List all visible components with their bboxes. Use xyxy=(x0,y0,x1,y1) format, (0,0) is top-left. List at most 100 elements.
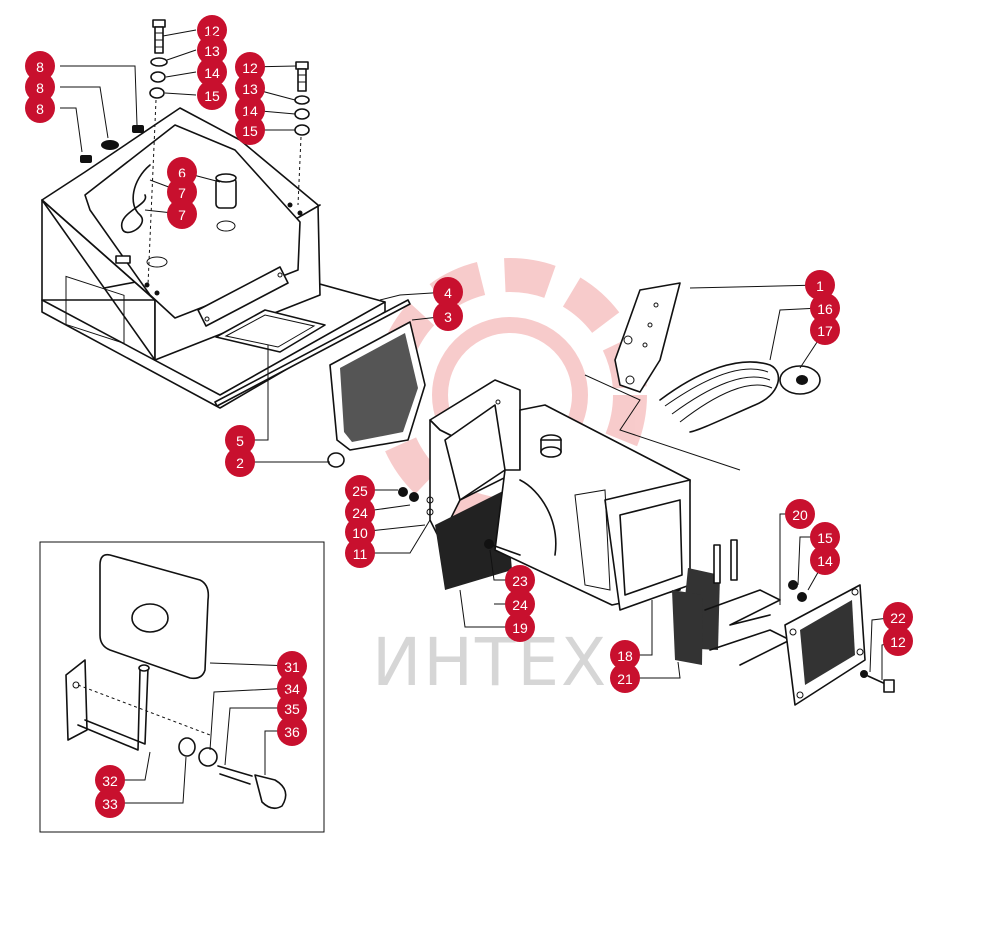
callout-badge-circle xyxy=(883,626,913,656)
watermark-text: ИНТЕХ xyxy=(372,624,608,701)
callout-badge-circle xyxy=(277,716,307,746)
callout-badge-circle xyxy=(25,51,55,81)
callout-badge-15: 15 xyxy=(235,115,265,145)
callout-badge-1: 1 xyxy=(805,270,835,300)
callout-badge-circle xyxy=(505,565,535,595)
callout-badge-circle xyxy=(610,640,640,670)
callout-badge-24: 24 xyxy=(345,497,375,527)
callout-badge-label: 14 xyxy=(242,103,258,119)
nuts-small xyxy=(80,125,144,163)
callout-badge-label: 34 xyxy=(284,681,300,697)
callout-badge-circle xyxy=(883,602,913,632)
callout-badge-circle xyxy=(225,425,255,455)
callout-badge-label: 2 xyxy=(236,455,244,471)
callout-badge-circle xyxy=(25,93,55,123)
callout-badge-circle xyxy=(225,447,255,477)
callout-badge-label: 14 xyxy=(817,553,833,569)
callout-badge-circle xyxy=(810,315,840,345)
callout-badge-8: 8 xyxy=(25,51,55,81)
callout-badge-8: 8 xyxy=(25,72,55,102)
callout-badge-23: 23 xyxy=(505,565,535,595)
callout-badge-label: 3 xyxy=(444,309,452,325)
callout-badge-label: 23 xyxy=(512,573,528,589)
callout-badge-circle xyxy=(277,693,307,723)
callout-badge-19: 19 xyxy=(505,612,535,642)
callout-badge-circle xyxy=(277,651,307,681)
callout-badge-25: 25 xyxy=(345,475,375,505)
callout-badge-8: 8 xyxy=(25,93,55,123)
callout-badge-circle xyxy=(433,301,463,331)
callout-badge-16: 16 xyxy=(810,293,840,323)
callout-badge-circle xyxy=(167,199,197,229)
callout-badge-label: 8 xyxy=(36,59,44,75)
callout-badge-7: 7 xyxy=(167,177,197,207)
inset-panel xyxy=(39,541,325,833)
housing-assembly xyxy=(41,107,386,409)
callout-badge-label: 22 xyxy=(890,610,906,626)
callout-badge-label: 31 xyxy=(284,659,300,675)
callout-badge-circle xyxy=(610,663,640,693)
callout-badge-label: 16 xyxy=(817,301,833,317)
callout-badge-label: 14 xyxy=(204,65,220,81)
callout-badge-circle xyxy=(345,497,375,527)
callout-badge-label: 8 xyxy=(36,80,44,96)
callout-badge-31: 31 xyxy=(277,651,307,681)
callout-badge-circle xyxy=(785,499,815,529)
rail-and-grille xyxy=(214,299,426,468)
callout-badge-label: 18 xyxy=(617,648,633,664)
callout-badge-13: 13 xyxy=(235,73,265,103)
callout-badge-circle xyxy=(345,538,375,568)
callout-badge-label: 25 xyxy=(352,483,368,499)
callout-badge-circle xyxy=(95,765,125,795)
callout-badge-36: 36 xyxy=(277,716,307,746)
callout-badge-circle xyxy=(433,277,463,307)
heater-element-group xyxy=(672,539,895,706)
callout-badge-35: 35 xyxy=(277,693,307,723)
callout-badge-circle xyxy=(505,612,535,642)
callout-badge-circle xyxy=(805,270,835,300)
callout-badge-24: 24 xyxy=(505,589,535,619)
callout-badge-label: 13 xyxy=(204,43,220,59)
callout-badge-7: 7 xyxy=(167,199,197,229)
fastener-stack-right xyxy=(294,61,310,206)
callout-badge-label: 35 xyxy=(284,701,300,717)
callout-badge-18: 18 xyxy=(610,640,640,670)
drive-belt-group xyxy=(584,282,821,471)
callout-badge-20: 20 xyxy=(785,499,815,529)
callout-badge-label: 17 xyxy=(817,323,833,339)
callout-badge-15: 15 xyxy=(810,522,840,552)
callout-badge-13: 13 xyxy=(197,35,227,65)
callout-badge-circle xyxy=(95,788,125,818)
callout-badge-label: 15 xyxy=(204,88,220,104)
callout-badge-label: 24 xyxy=(512,597,528,613)
callout-badge-circle xyxy=(235,52,265,82)
callout-badge-circle xyxy=(167,177,197,207)
callout-badge-12: 12 xyxy=(235,52,265,82)
motor-unit xyxy=(398,379,691,611)
callout-badge-label: 12 xyxy=(890,634,906,650)
callout-badge-11: 11 xyxy=(345,538,375,568)
callout-badge-label: 12 xyxy=(242,60,258,76)
callout-badge-label: 11 xyxy=(353,546,368,562)
callout-badge-label: 10 xyxy=(352,525,368,541)
callout-badge-5: 5 xyxy=(225,425,255,455)
callout-badge-circle xyxy=(235,73,265,103)
callout-badge-label: 5 xyxy=(236,433,244,449)
callout-badge-12: 12 xyxy=(883,626,913,656)
callout-badge-label: 36 xyxy=(284,724,300,740)
fastener-stack-left xyxy=(147,19,168,286)
callout-badge-circle xyxy=(235,115,265,145)
callout-badge-14: 14 xyxy=(197,57,227,87)
callout-badge-circle xyxy=(505,589,535,619)
callout-badges: 1234567788810111212121313141414151515161… xyxy=(25,15,913,818)
callout-badge-label: 8 xyxy=(36,101,44,117)
callout-badge-label: 19 xyxy=(512,620,528,636)
callout-badge-2: 2 xyxy=(225,447,255,477)
callout-badge-circle xyxy=(197,80,227,110)
callout-badge-14: 14 xyxy=(810,545,840,575)
callout-badge-label: 33 xyxy=(102,796,118,812)
callout-badge-label: 6 xyxy=(178,165,186,181)
callout-badge-label: 7 xyxy=(178,207,186,223)
callout-badge-3: 3 xyxy=(433,301,463,331)
